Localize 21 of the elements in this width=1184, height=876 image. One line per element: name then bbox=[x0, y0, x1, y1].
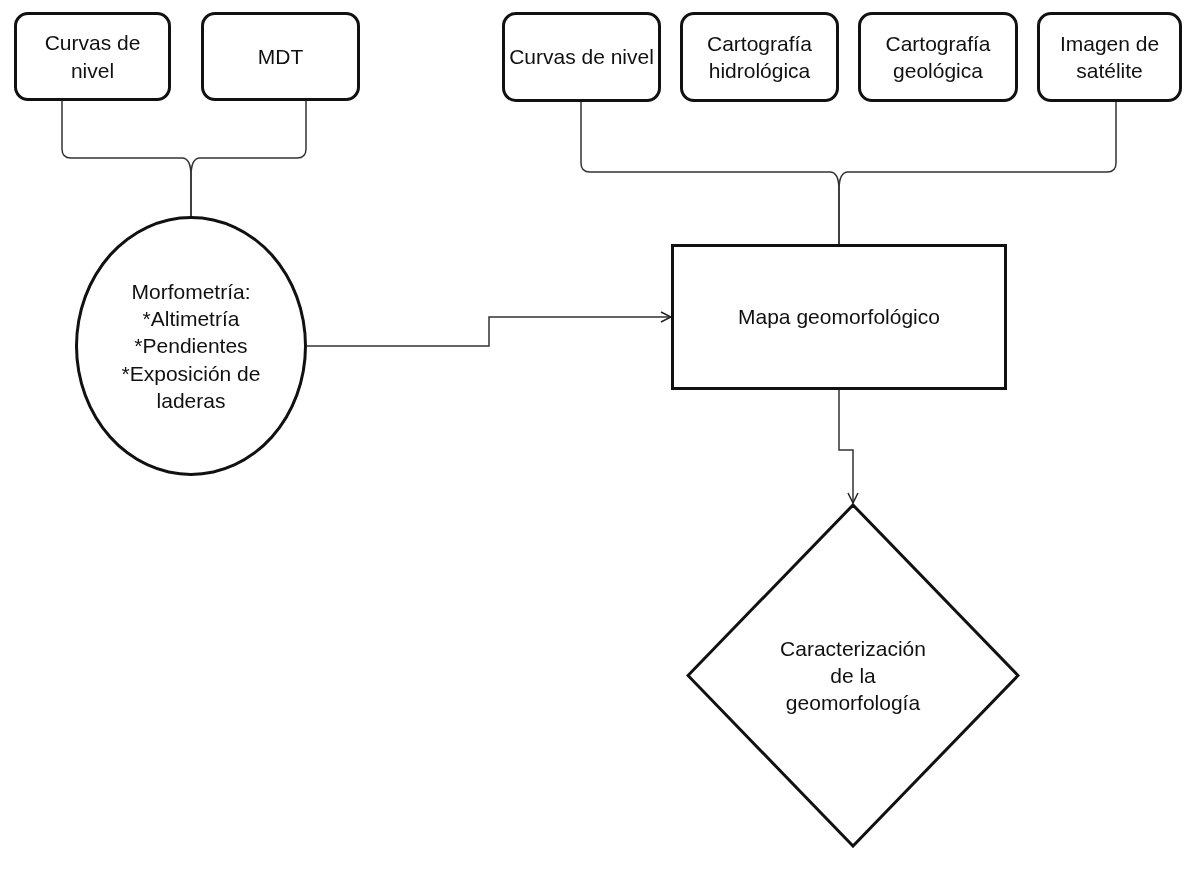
node-label: Cartografía geológica bbox=[884, 30, 992, 84]
node-label: Caracterización de la geomorfología bbox=[779, 635, 927, 717]
rounded-box bbox=[14, 12, 171, 101]
arrow bbox=[838, 389, 859, 504]
process-box bbox=[671, 244, 1007, 390]
node-label: Mapa geomorfológico bbox=[738, 304, 940, 331]
node-label: Imagen de satélite bbox=[1058, 30, 1161, 84]
node-label: Curvas de nivel bbox=[43, 30, 142, 84]
rounded-box bbox=[858, 12, 1018, 102]
node-label: Cartografía hidrológica bbox=[705, 30, 814, 84]
node-label: Morfometría: *Altimetría *Pendientes *Exposición de laderas bbox=[120, 278, 262, 414]
bracket-connector bbox=[838, 101, 1117, 245]
decision-diamond bbox=[686, 503, 1020, 848]
bracket-connector bbox=[190, 100, 307, 217]
rounded-box bbox=[680, 12, 839, 102]
node-label: MDT bbox=[257, 43, 304, 70]
rounded-box bbox=[502, 12, 661, 102]
rounded-box bbox=[201, 12, 360, 101]
rounded-box bbox=[1037, 12, 1182, 102]
node-label: Curvas de nivel bbox=[509, 44, 654, 71]
arrow bbox=[306, 311, 672, 347]
